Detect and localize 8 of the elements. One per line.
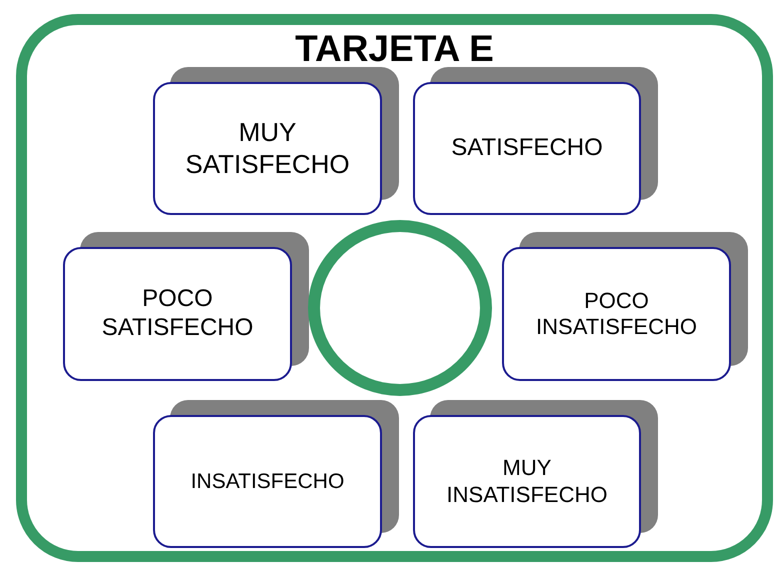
rating-label: SATISFECHO [451,134,603,163]
rating-label: INSATISFECHO [190,468,344,494]
card-title: TARJETA E [294,28,495,70]
rating-label: POCO INSATISFECHO [535,288,698,340]
card-frame [16,14,773,562]
rating-label: POCO SATISFECHO [100,285,254,343]
rating-label: MUY SATISFECHO [184,117,351,180]
rating-label: MUY INSATISFECHO [446,455,608,508]
